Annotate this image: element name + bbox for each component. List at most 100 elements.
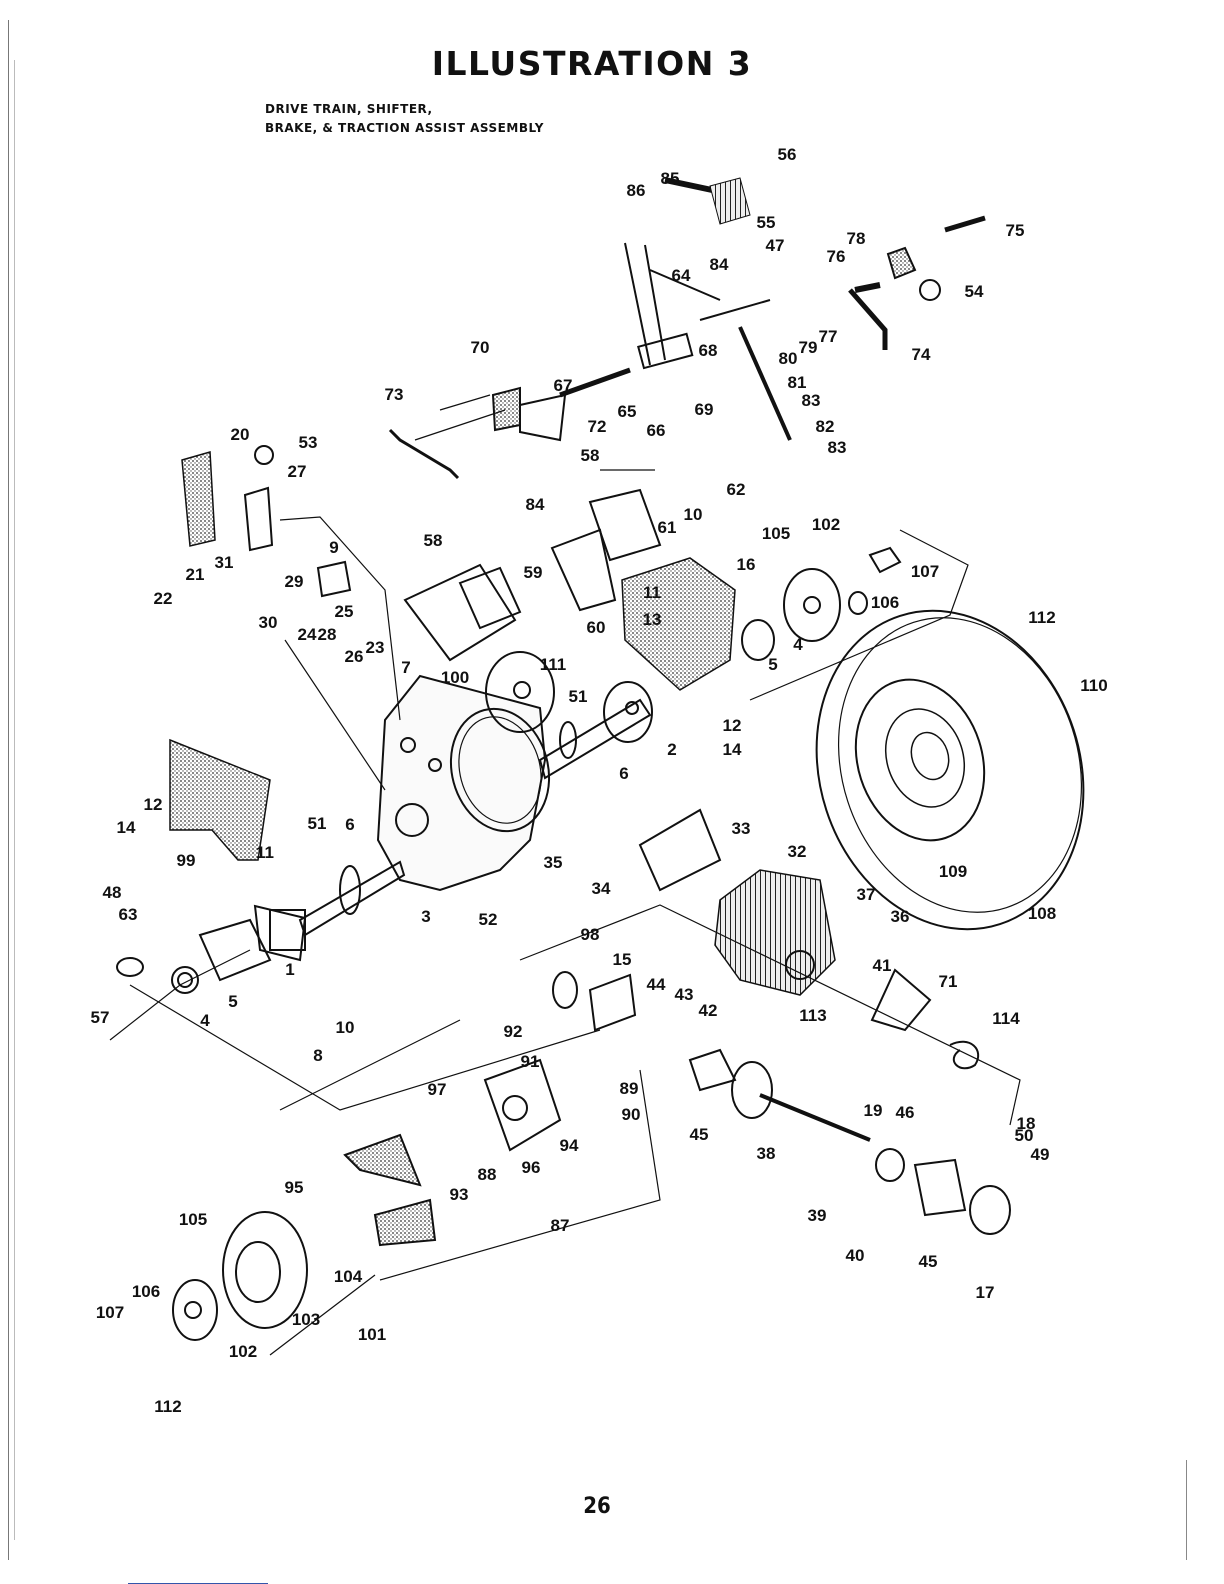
left-bracket-group — [181, 367, 631, 598]
part-label-52: 52 — [479, 910, 498, 929]
transaxle-unit — [638, 808, 836, 996]
part-label-42: 42 — [699, 1001, 718, 1020]
right-hub — [783, 546, 902, 642]
spring — [388, 428, 460, 480]
part-label-114: 114 — [992, 1009, 1020, 1028]
part-label-26: 26 — [345, 647, 364, 666]
part-label-90: 90 — [622, 1105, 641, 1124]
part-label-69: 69 — [695, 400, 714, 419]
part-label-41: 41 — [873, 956, 892, 975]
part-label-12: 12 — [144, 795, 163, 814]
part-label-92: 92 — [504, 1022, 523, 1041]
part-label-48: 48 — [103, 883, 122, 902]
right-brake-bracket — [621, 557, 736, 691]
part-label-47: 47 — [766, 236, 785, 255]
brake-cover — [403, 488, 662, 662]
part-label-15: 15 — [613, 950, 632, 969]
part-label-88: 88 — [478, 1165, 497, 1184]
assembly-boundary-lines — [109, 394, 1021, 1356]
part-label-77: 77 — [819, 327, 838, 346]
part-label-94: 94 — [560, 1136, 579, 1155]
diagram-subtitle: DRIVE TRAIN, SHIFTER, BRAKE, & TRACTION … — [265, 100, 544, 138]
part-label-31: 31 — [215, 553, 234, 572]
part-label-54: 54 — [965, 282, 984, 301]
part-label-59: 59 — [524, 563, 543, 582]
part-label-4-2: 4 — [793, 635, 803, 654]
part-label-76: 76 — [827, 247, 846, 266]
part-label-60: 60 — [587, 618, 606, 637]
part-label-97: 97 — [428, 1080, 447, 1099]
rear-tire — [815, 609, 1085, 931]
part-label-89: 89 — [620, 1079, 639, 1098]
part-label-33: 33 — [732, 819, 751, 838]
part-label-39: 39 — [808, 1206, 827, 1225]
part-label-81: 81 — [788, 373, 807, 392]
part-label-40: 40 — [846, 1246, 865, 1265]
part-label-80: 80 — [779, 349, 798, 368]
part-label-45: 45 — [690, 1125, 709, 1144]
part-label-46: 46 — [896, 1103, 915, 1122]
part-label-106: 106 — [871, 593, 899, 612]
part-label-103: 103 — [292, 1310, 320, 1329]
part-label-96: 96 — [522, 1158, 541, 1177]
transmission-housing — [376, 674, 551, 892]
part-label-11: 11 — [256, 843, 274, 862]
part-label-24: 24 — [298, 625, 317, 644]
part-label-58-2: 58 — [581, 446, 600, 465]
part-label-17: 17 — [976, 1283, 995, 1302]
brake-drum-group — [172, 1058, 562, 1341]
part-label-22: 22 — [154, 589, 173, 608]
part-label-75: 75 — [1006, 221, 1025, 240]
part-label-6-2: 6 — [619, 764, 628, 783]
part-label-106-2: 106 — [132, 1282, 160, 1301]
part-label-51: 51 — [308, 814, 327, 833]
part-label-44: 44 — [647, 975, 666, 994]
shifter-linkage — [624, 177, 986, 441]
part-label-43: 43 — [675, 985, 694, 1004]
part-label-71: 71 — [939, 972, 958, 991]
part-label-32: 32 — [788, 842, 807, 861]
part-label-7: 7 — [401, 658, 410, 677]
part-label-78: 78 — [847, 229, 866, 248]
part-label-93: 93 — [450, 1185, 469, 1204]
coupling-shaft-group — [552, 968, 1011, 1235]
part-label-38: 38 — [757, 1144, 776, 1163]
part-label-21: 21 — [186, 565, 205, 584]
part-label-100: 100 — [441, 668, 469, 687]
part-label-20: 20 — [231, 425, 250, 444]
left-axle-assembly — [116, 860, 406, 994]
part-label-35: 35 — [544, 853, 563, 872]
parts-drawing — [116, 177, 1085, 1341]
part-label-85: 85 — [661, 169, 680, 188]
part-label-5-2: 5 — [768, 655, 777, 674]
part-label-1: 1 — [285, 960, 294, 979]
part-label-63: 63 — [119, 905, 138, 924]
part-label-84: 84 — [710, 255, 729, 274]
part-label-5: 5 — [228, 992, 237, 1011]
part-label-34: 34 — [592, 879, 611, 898]
part-label-82: 82 — [816, 417, 835, 436]
part-label-12-2: 12 — [723, 716, 742, 735]
part-label-83: 83 — [802, 391, 821, 410]
part-label-11-2: 11 — [643, 583, 661, 602]
part-label-91: 91 — [521, 1052, 540, 1071]
part-label-64: 64 — [672, 266, 691, 285]
part-label-101: 101 — [358, 1325, 386, 1344]
part-label-50: 50 — [1015, 1126, 1034, 1145]
right-axle-assembly — [485, 619, 775, 780]
part-label-51-2: 51 — [569, 687, 588, 706]
part-label-18: 18 — [1017, 1114, 1036, 1133]
part-label-23: 23 — [366, 638, 385, 657]
left-margin-rule-inner — [14, 60, 15, 1540]
part-label-73: 73 — [385, 385, 404, 404]
part-label-61: 61 — [658, 518, 677, 537]
part-label-53: 53 — [299, 433, 318, 452]
part-number-labels: 1234455667891010111112121314141516171819… — [91, 145, 1108, 1416]
part-label-107-2: 107 — [96, 1303, 124, 1322]
part-label-62: 62 — [727, 480, 746, 499]
page-number: 26 — [583, 1494, 611, 1519]
part-label-55: 55 — [757, 213, 776, 232]
part-label-113: 113 — [799, 1006, 826, 1025]
part-label-4: 4 — [200, 1011, 210, 1030]
part-label-56: 56 — [778, 145, 797, 164]
